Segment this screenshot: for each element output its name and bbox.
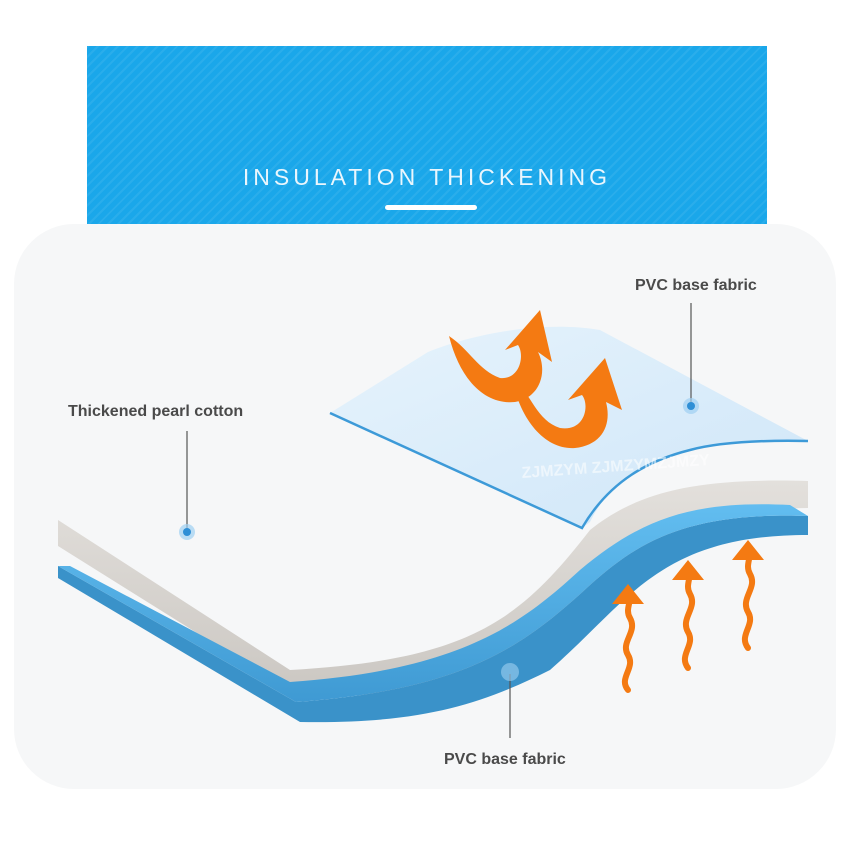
layers-illustration: ZJMZYM ZJMZYMZJMZY — [58, 303, 809, 738]
callout-dots — [179, 398, 699, 681]
top-pvc-film — [329, 326, 809, 530]
arrow-head-1 — [612, 584, 644, 604]
banner-underline — [385, 205, 477, 210]
arrow-head-3 — [732, 540, 764, 560]
bottom-pvc-layer — [58, 504, 808, 723]
label-pvc-top: PVC base fabric — [635, 277, 757, 294]
reflected-heat-arrows — [449, 310, 622, 449]
arrow-head-2 — [672, 560, 704, 580]
diagram-stage: ZJMZYM ZJMZYMZJMZY — [14, 224, 836, 789]
callout-lines — [186, 303, 692, 738]
pearl-cotton-layer — [58, 480, 808, 696]
label-pvc-bottom: PVC base fabric — [444, 751, 566, 768]
label-pearl-cotton: Thickened pearl cotton — [68, 403, 244, 420]
title-banner: INSULATION THICKENING — [87, 46, 767, 240]
banner-title: INSULATION THICKENING — [242, 164, 612, 190]
